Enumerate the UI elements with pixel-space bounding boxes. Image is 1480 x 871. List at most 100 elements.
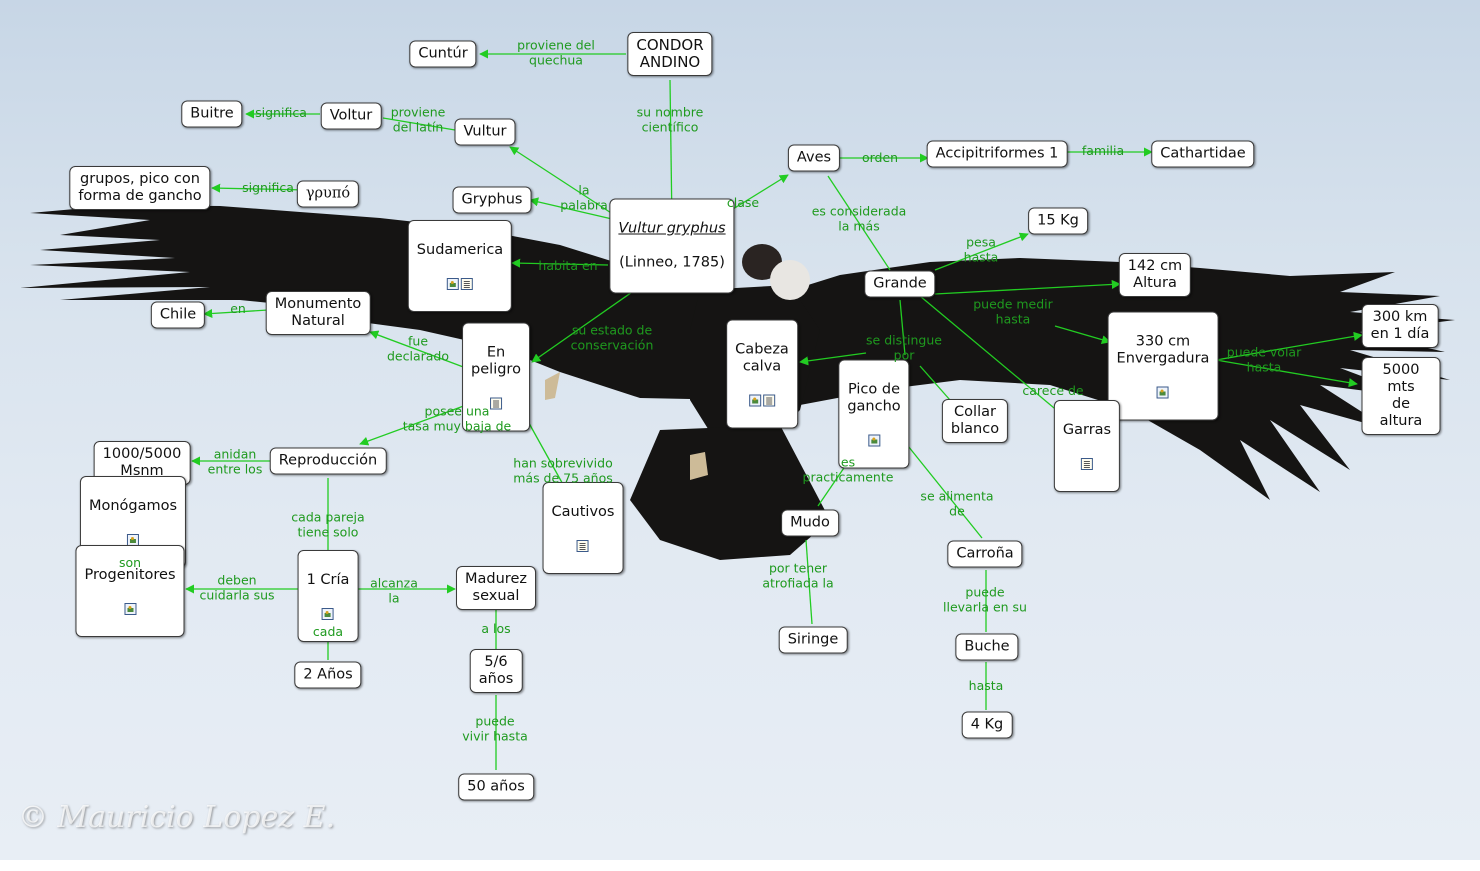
image-icon[interactable] <box>446 278 459 290</box>
node-aves[interactable]: Aves <box>787 144 841 172</box>
node-monumento-natural[interactable]: Monumento Natural <box>265 291 371 335</box>
label-nombre-cientifico: su nombre científico <box>636 104 704 134</box>
watermark: © Mauricio Lopez E. <box>18 800 336 835</box>
label-cada: cada <box>312 623 344 639</box>
document-icon[interactable] <box>490 397 502 410</box>
label-proviene-latin: proviene del latín <box>390 104 446 134</box>
edge-distingue-cabeza <box>799 352 867 366</box>
node-sudamerica[interactable]: Sudamerica <box>407 220 513 312</box>
edge-monumento-chile <box>203 308 269 319</box>
image-icon[interactable] <box>1156 386 1169 399</box>
node-cautivos[interactable]: Cautivos <box>542 482 624 574</box>
node-grupos-pico-gancho[interactable]: grupos, pico con forma de gancho <box>69 166 211 210</box>
label-en: en <box>230 300 246 316</box>
label-proviene-quechua: proviene del quechua <box>517 37 595 67</box>
node-300km[interactable]: 300 km en 1 día <box>1361 304 1439 348</box>
image-icon[interactable] <box>867 434 880 447</box>
label-son: son <box>118 554 142 570</box>
node-voltur[interactable]: Voltur <box>320 102 382 130</box>
edge-enpeligro-monumento <box>369 330 467 369</box>
label-orden: orden <box>861 149 899 165</box>
node-collar-blanco[interactable]: Collar blanco <box>941 399 1009 443</box>
cabeza-label: Cabeza calva <box>735 341 789 375</box>
node-2-anos[interactable]: 2 Años <box>294 661 362 689</box>
monogamos-label: Monógamos <box>88 498 178 514</box>
node-4kg[interactable]: 4 Kg <box>961 711 1013 739</box>
label-alimenta: se alimenta de <box>920 488 994 518</box>
head <box>742 244 782 280</box>
node-buitre[interactable]: Buitre <box>181 100 243 128</box>
node-grypo[interactable]: γρυπό <box>296 180 360 208</box>
node-reproduccion[interactable]: Reproducción <box>269 447 387 475</box>
node-pico-gancho[interactable]: Pico de gancho <box>838 359 910 469</box>
document-icon[interactable] <box>460 278 473 290</box>
edge-grande-envergadura <box>1054 325 1111 345</box>
label-significa-2: significa <box>242 179 294 195</box>
edge-envergadura-5000mts <box>1215 359 1358 388</box>
node-chile[interactable]: Chile <box>150 301 206 329</box>
label-familia: familia <box>1081 142 1125 158</box>
document-icon[interactable] <box>1080 458 1093 470</box>
label-anidan: anidan entre los <box>207 446 263 476</box>
edge-grande-garras <box>919 295 1079 429</box>
tail <box>630 425 830 560</box>
node-cathartidae[interactable]: Cathartidae <box>1151 140 1255 168</box>
node-50-anos[interactable]: 50 años <box>458 773 534 801</box>
node-accipitriformes[interactable]: Accipitriformes 1 <box>926 140 1068 168</box>
node-garras[interactable]: Garras <box>1053 400 1121 492</box>
label-llevarla: puede llevarla en su <box>943 584 1027 614</box>
node-vultur-gryphus[interactable]: Vultur gryphus (Linneo, 1785) <box>609 198 735 294</box>
label-tasa: posee una tasa muy baja de <box>402 403 512 433</box>
node-330cm-envergadura[interactable]: 330 cm Envergadura <box>1107 311 1219 421</box>
node-condor-andino[interactable]: CONDOR ANDINO <box>627 32 713 76</box>
edge-enpeligro-reproduccion <box>359 399 481 446</box>
label-medir: puede medir hasta <box>973 296 1053 326</box>
image-icon[interactable] <box>322 608 334 620</box>
image-icon[interactable] <box>124 603 136 615</box>
condor-silhouette <box>20 205 1455 560</box>
label-declarado: fue declarado <box>386 333 450 363</box>
node-buche[interactable]: Buche <box>955 633 1019 661</box>
edge-grande-altura <box>934 279 1121 295</box>
node-siringe[interactable]: Siringe <box>778 626 848 654</box>
document-icon[interactable] <box>762 394 775 407</box>
edge-main-sudamerica <box>511 258 609 268</box>
label-la-palabra: la palabra <box>560 182 608 212</box>
node-mudo[interactable]: Mudo <box>781 509 839 537</box>
document-icon[interactable] <box>576 540 589 552</box>
node-madurez-sexual[interactable]: Madurez sexual <box>456 566 536 610</box>
node-grande[interactable]: Grande <box>864 270 936 298</box>
node-vultur[interactable]: Vultur <box>454 118 516 146</box>
node-carrona[interactable]: Carroña <box>947 540 1023 568</box>
envergadura-label: 330 cm Envergadura <box>1116 333 1210 367</box>
label-significa-1: significa <box>255 104 307 120</box>
left-wing <box>20 205 740 400</box>
label-clase: clase <box>726 194 760 210</box>
edge-envergadura-300km <box>1215 331 1363 361</box>
right-wing <box>760 258 1455 500</box>
label-a-los: a los <box>481 620 511 636</box>
node-gryphus[interactable]: Gryphus <box>452 186 532 214</box>
node-5000mts[interactable]: 5000 mts de altura <box>1361 357 1441 435</box>
node-15kg[interactable]: 15 Kg <box>1028 207 1088 235</box>
image-icon[interactable] <box>748 394 761 407</box>
label-por-tener: por tener atrofiada la <box>762 560 834 590</box>
node-cuntur[interactable]: Cuntúr <box>409 40 477 68</box>
label-pesa: pesa hasta <box>963 234 999 264</box>
label-hasta: hasta <box>968 677 1004 693</box>
node-cabeza-calva[interactable]: Cabeza calva <box>726 319 798 429</box>
white-collar <box>770 260 810 300</box>
label-puede-vivir: puede vivir hasta <box>462 713 528 743</box>
en-peligro-label: En peligro <box>471 344 521 378</box>
node-5-6-anos[interactable]: 5/6 años <box>469 649 523 693</box>
node-1-cria[interactable]: 1 Cría <box>297 550 359 642</box>
sudamerica-label: Sudamerica <box>416 242 504 258</box>
node-progenitores[interactable]: Progenitores <box>75 545 185 637</box>
pico-label: Pico de gancho <box>847 381 901 415</box>
edge-grande-kg15 <box>934 232 1029 271</box>
cautivos-label: Cautivos <box>551 504 615 520</box>
label-distingue: se distingue por <box>866 332 942 362</box>
node-en-peligro[interactable]: En peligro <box>462 322 530 432</box>
node-142cm-altura[interactable]: 142 cm Altura <box>1118 253 1192 297</box>
